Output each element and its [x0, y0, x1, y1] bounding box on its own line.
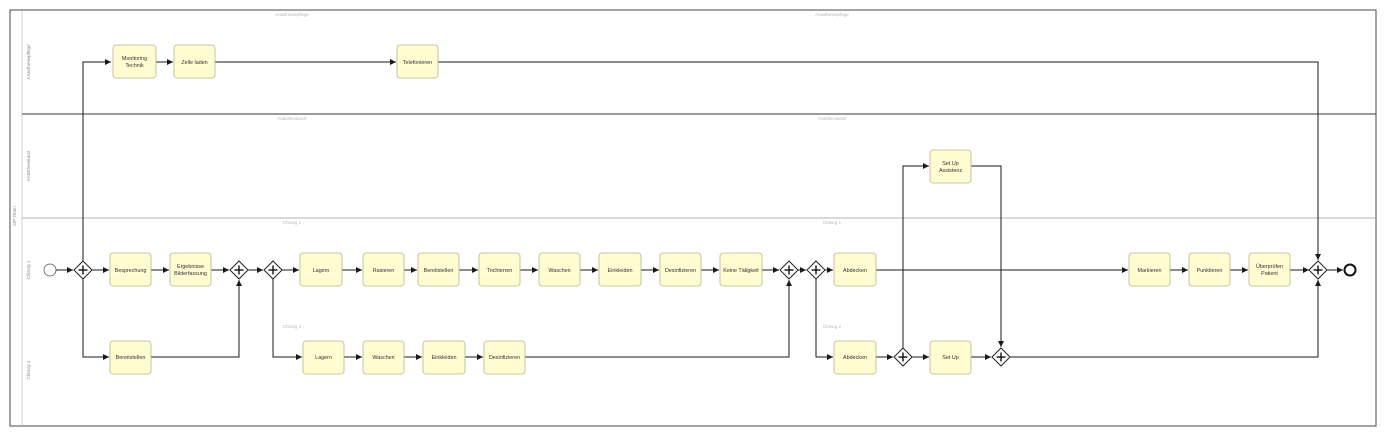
- svg-text:Bereitstellen: Bereitstellen: [424, 268, 454, 274]
- task-waschen-1[interactable]: Waschen: [538, 252, 581, 287]
- task-zelle-laden[interactable]: Zelle laden: [173, 44, 216, 79]
- parallel-gateway-split-1: [73, 260, 93, 280]
- svg-text:Überprüfen: Überprüfen: [1256, 263, 1283, 270]
- flow-to-lagern2: [272, 279, 302, 360]
- svg-text:Abdecken: Abdecken: [843, 268, 867, 274]
- task-trichterren[interactable]: Trichterren: [478, 252, 521, 287]
- task-set-up[interactable]: Set Up: [929, 340, 972, 375]
- svg-text:Lagern: Lagern: [313, 268, 330, 274]
- flow-join-final: [1010, 280, 1321, 358]
- task-ergebnisse-bilderfassung[interactable]: Ergebnisse Bilderfassung: [169, 252, 212, 287]
- lane-label-middle: Anästhesiearzt: [26, 150, 31, 181]
- sublabel-c3: Chirurg 2: [283, 324, 302, 329]
- lane-label-op-team: OP-Team: [12, 206, 17, 226]
- sublabel-b2: Anasthesiearzt: [817, 116, 847, 121]
- task-rasieren[interactable]: Rasieren: [362, 252, 405, 287]
- svg-text:Desinfizieren: Desinfizieren: [665, 268, 696, 274]
- parallel-gateway-split-3: [806, 260, 826, 280]
- flow-to-monitoring: [82, 59, 111, 261]
- end-event: [1343, 263, 1357, 277]
- task-lagern-2[interactable]: Lagern: [302, 340, 345, 375]
- sublabel-a2: Anasthesiepflege: [815, 12, 849, 17]
- svg-text:Ergebnisse: Ergebnisse: [177, 264, 204, 270]
- task-punktieren[interactable]: Punktieren: [1188, 252, 1231, 287]
- svg-text:Bilderfassung: Bilderfassung: [174, 271, 207, 277]
- svg-text:Waschen: Waschen: [548, 268, 570, 274]
- task-besprechung[interactable]: Besprechung: [109, 252, 152, 287]
- parallel-gateway-join-1: [229, 260, 249, 280]
- svg-text:Einkleiden: Einkleiden: [608, 268, 633, 274]
- svg-text:Rasieren: Rasieren: [373, 268, 395, 274]
- sublabel-c4: Chirurg 2: [823, 324, 842, 329]
- sublabel-b1: Anasthesiearzt: [277, 116, 307, 121]
- lane-label-row2: Chirurg 2: [26, 360, 31, 379]
- svg-text:Assistenz: Assistenz: [939, 168, 962, 174]
- task-desinfizieren-1[interactable]: Desinfizieren: [659, 252, 702, 287]
- svg-text:Technik: Technik: [125, 63, 144, 69]
- flow-to-abdecken2: [815, 279, 833, 360]
- flow-desinf2-join: [525, 280, 792, 358]
- start-event: [43, 263, 57, 277]
- svg-text:Trichterren: Trichterren: [487, 268, 513, 274]
- svg-text:Besprechung: Besprechung: [115, 268, 147, 274]
- svg-text:Set Up: Set Up: [942, 161, 958, 167]
- parallel-gateway-join-4: [991, 347, 1011, 367]
- task-bereitstellen[interactable]: Bereitstellen: [109, 340, 152, 375]
- task-telefonieren[interactable]: Telefonieren: [396, 44, 439, 79]
- flow-to-bereitstellen: [82, 279, 109, 360]
- sublabel-c2: Chirurg 1: [823, 220, 842, 225]
- svg-text:Abdecken: Abdecken: [843, 355, 867, 361]
- parallel-gateway-split-2: [263, 260, 283, 280]
- svg-text:Set Up: Set Up: [942, 355, 958, 361]
- flow-telefon-end: [438, 61, 1321, 260]
- svg-text:Zelle laden: Zelle laden: [181, 60, 207, 66]
- task-abdecken-2[interactable]: Abdecken: [833, 340, 877, 375]
- svg-text:Lagern: Lagern: [315, 355, 332, 361]
- svg-text:Patient: Patient: [1261, 271, 1278, 277]
- parallel-gateway-split-4: [893, 347, 913, 367]
- parallel-gateway-join-2: [779, 260, 799, 280]
- task-desinfizieren-2[interactable]: Desinfizieren: [483, 340, 526, 375]
- svg-text:Desinfizieren: Desinfizieren: [489, 355, 520, 361]
- task-lagern-1[interactable]: Lagern: [299, 252, 343, 287]
- lane-label-row1: Chirurg 1: [26, 260, 31, 279]
- sublabel-a1: Anasthesiepflege: [275, 12, 309, 17]
- task-waschen-2[interactable]: Waschen: [362, 340, 405, 375]
- task-monitoring-technik[interactable]: Monitoring Technik: [112, 44, 157, 79]
- sublabel-c1: Chirurg 1: [283, 220, 302, 225]
- task-einkleiden-2[interactable]: Einkleiden: [422, 340, 466, 375]
- task-einkleiden-1[interactable]: Einkleiden: [598, 252, 642, 287]
- task-keine-taetigkeit[interactable]: Keine Tätigkeit: [719, 252, 763, 287]
- svg-text:Telefonieren: Telefonieren: [403, 60, 432, 66]
- task-ueberpruefen-patient[interactable]: Überprüfen Patient: [1248, 252, 1291, 287]
- flow-split-setup-assistenz: [902, 163, 929, 348]
- svg-text:Einkleiden: Einkleiden: [432, 355, 457, 361]
- flow-bereitstellen-join: [151, 280, 242, 358]
- flow-setupass-join: [971, 165, 1004, 347]
- parallel-gateway-join-final: [1308, 260, 1328, 280]
- svg-text:Bereitstellen: Bereitstellen: [116, 355, 146, 361]
- svg-text:Keine Tätigkeit: Keine Tätigkeit: [723, 268, 759, 274]
- lane-label-top: Anasthesiepflege: [26, 44, 31, 80]
- task-set-up-assistenz[interactable]: Set Up Assistenz: [929, 149, 972, 184]
- svg-text:Monitoring: Monitoring: [122, 56, 147, 62]
- task-markieren[interactable]: Markieren: [1128, 252, 1171, 287]
- svg-text:Punktieren: Punktieren: [1197, 268, 1223, 274]
- svg-text:Waschen: Waschen: [372, 355, 394, 361]
- task-abdecken-1[interactable]: Abdecken: [833, 252, 877, 287]
- svg-text:Markieren: Markieren: [1138, 268, 1162, 274]
- task-bereitstellen-2[interactable]: Bereitstellen: [417, 252, 460, 287]
